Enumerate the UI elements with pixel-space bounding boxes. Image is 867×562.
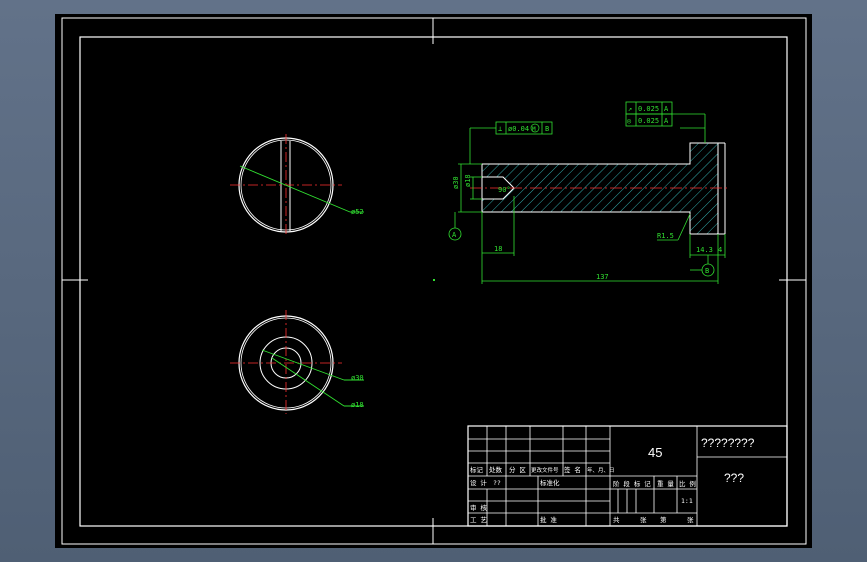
dim-len-18: 18 — [494, 245, 502, 253]
gdt-runout-frame: ↗ 0.025 A ◎ 0.025 A — [625, 101, 706, 128]
datum-b-marker — [701, 263, 715, 277]
gdt-runout-symbol: ↗ — [628, 105, 632, 113]
tb-approve: 批 准 — [540, 515, 557, 524]
title-block — [467, 425, 788, 527]
tb-count: 处数 — [489, 465, 503, 474]
dim-r1-5: R1.5 — [657, 232, 674, 240]
tb-material: 45 — [648, 445, 662, 460]
dim-len-14-3: 14.3 — [696, 246, 713, 254]
tb-process: 工 艺 — [470, 516, 487, 524]
dim-d30-top: ø30 — [452, 176, 460, 189]
origin-dot — [433, 279, 435, 281]
bottom-view: ø30 ø18 — [230, 310, 364, 414]
dim-len-137: 137 — [596, 273, 609, 281]
gdt-perp-symbol: ⊥ — [498, 125, 502, 133]
tb-drawing-name: ???????? — [701, 436, 755, 450]
gdt-perp-datum: B — [545, 125, 549, 133]
dim-angle-90: 90° — [498, 186, 511, 194]
tb-stage-mark: 阶 段 标 记 — [613, 479, 651, 488]
dim-d30: ø30 — [351, 374, 364, 382]
datum-a-label: A — [452, 231, 457, 239]
tb-scale: 比 例 — [679, 479, 696, 488]
tb-sheet-no: 第 — [660, 515, 667, 524]
datum-b-label: B — [705, 267, 709, 275]
tb-sign: 签 名 — [564, 465, 581, 474]
tb-weight: 重 量 — [657, 480, 674, 488]
gdt-concentric-datum: A — [664, 117, 669, 125]
gdt-perpendicularity-frame: ⊥ ø0.04 M B — [495, 121, 553, 135]
dim-d52: ø52 — [351, 208, 364, 216]
dim-len-4: 4 — [718, 246, 722, 254]
tb-total: 共 — [613, 515, 620, 524]
datum-a-marker — [448, 227, 462, 241]
tb-review: 审 核 — [470, 503, 487, 512]
gdt-runout-datum: A — [664, 105, 669, 113]
tb-design: 设 计 — [470, 478, 487, 487]
centering-marks — [62, 18, 806, 544]
section-view — [470, 142, 730, 235]
tb-mark: 标记 — [470, 465, 484, 474]
dim-d18-top: ø18 — [464, 174, 472, 187]
dim-d18: ø18 — [351, 401, 364, 409]
gdt-concentric-symbol: ◎ — [627, 117, 632, 125]
tb-standardize: 标准化 — [540, 478, 560, 487]
top-view: ø52 — [230, 134, 364, 236]
outer-border — [61, 17, 807, 545]
gdt-perp-value: ø0.04 — [508, 125, 529, 133]
tb-scale-value: 1:1 — [681, 497, 693, 505]
tb-zone: 分 区 — [509, 465, 526, 474]
tb-designer: ?? — [493, 479, 501, 487]
tb-docno: 更改文件号 — [531, 466, 559, 474]
gdt-perp-modifier: M — [532, 126, 536, 133]
tb-sheet-unit: 张 — [687, 515, 694, 524]
section-dimensions — [454, 127, 726, 284]
tb-drawing-no: ??? — [724, 471, 744, 485]
gdt-runout-value: 0.025 — [638, 105, 659, 113]
gdt-concentric-value: 0.025 — [638, 117, 659, 125]
tb-date: 年、月、日 — [587, 466, 615, 474]
tb-sheets: 张 — [640, 515, 647, 524]
